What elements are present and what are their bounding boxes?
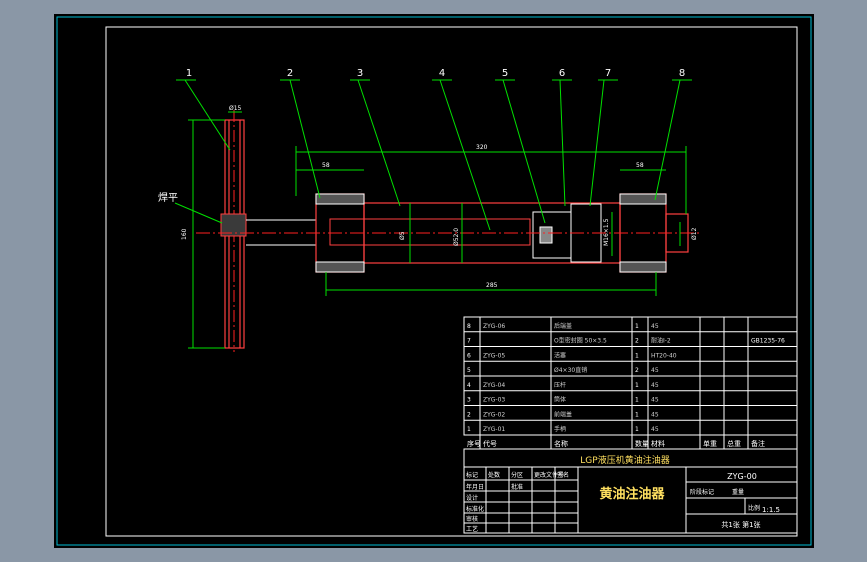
title-block-label: 年月日 — [466, 483, 484, 491]
title-block-label: 签名 — [557, 471, 569, 479]
title-block-label: 工艺 — [466, 525, 478, 533]
table-header-cell: 数量 — [635, 439, 649, 448]
table-cell: ZYG-04 — [483, 382, 505, 389]
title-block-label: 设计 — [466, 494, 478, 502]
table-cell: ZYG-03 — [483, 397, 505, 404]
table-cell: 2 — [467, 411, 471, 418]
dim-bottom: 285 — [486, 282, 498, 289]
title-block-label: 标准化 — [466, 505, 484, 513]
drawing-number: ZYG-00 — [727, 472, 757, 481]
table-header-cell: 名称 — [554, 439, 568, 448]
table-cell: 45 — [651, 367, 659, 374]
table-cell: 后端盖 — [554, 322, 572, 330]
table-cell: 5 — [467, 367, 471, 374]
title-block-label: 批准 — [511, 483, 523, 491]
table-cell: 前端盖 — [554, 410, 572, 418]
table-cell: 1 — [635, 382, 639, 389]
table-cell: 1 — [635, 411, 639, 418]
dim-bore2: Ø52.0 — [453, 228, 460, 246]
table-cell: 1 — [467, 426, 471, 433]
title-block-label: 比例 — [748, 504, 760, 512]
title-block-label: 阶段标记 — [690, 488, 714, 496]
dim-top-small: Ø15 — [229, 105, 242, 112]
table-cell: 4 — [467, 382, 471, 389]
balloon-4: 4 — [439, 68, 445, 79]
scale-value: 1:1.5 — [762, 506, 780, 514]
table-cell: 2 — [635, 338, 639, 345]
balloon-2: 2 — [287, 68, 293, 79]
dim-end: Ø12 — [691, 227, 698, 240]
dim-handle-len: 160 — [181, 228, 188, 240]
dim-bore1: Ø5 — [399, 231, 406, 240]
table-cell: ZYG-01 — [483, 426, 505, 433]
balloon-7: 7 — [605, 68, 611, 79]
balloon-1: 1 — [186, 68, 192, 79]
dimension-lines — [188, 111, 687, 349]
title-block-label: 审核 — [466, 515, 478, 523]
table-cell: 45 — [651, 426, 659, 433]
table-cell: 45 — [651, 411, 659, 418]
table-cell: 1 — [635, 323, 639, 330]
sheet-background — [54, 14, 814, 548]
table-cell: 3 — [467, 397, 471, 404]
inner-frame — [105, 26, 798, 537]
table-cell: 45 — [651, 382, 659, 389]
table-cell: 手柄 — [554, 425, 566, 433]
table-header-cell: 备注 — [751, 439, 765, 448]
table-cell: HT20-40 — [651, 352, 677, 359]
table-cell: 1 — [635, 352, 639, 359]
title-block-label: 分区 — [511, 471, 523, 479]
table-cell: ZYG-02 — [483, 411, 505, 418]
title-block-label: 处数 — [488, 471, 500, 479]
weld-label: 焊平 — [158, 192, 178, 204]
table-cell: Ø4×30直销 — [554, 366, 587, 374]
table-cell: 1 — [635, 397, 639, 404]
balloon-6: 6 — [559, 68, 565, 79]
table-header-cell: 代号 — [483, 439, 497, 448]
table-header-cell: 序号 — [467, 439, 481, 448]
table-cell: 8 — [467, 323, 471, 330]
end-caps — [315, 193, 667, 273]
table-header-cell: 材料 — [651, 439, 665, 448]
title-school: LGP液压机黄油注油器 — [580, 454, 669, 466]
balloon-3: 3 — [357, 68, 363, 79]
balloon-5: 5 — [502, 68, 508, 79]
table-cell: ZYG-05 — [483, 352, 505, 359]
table-cell: O型密封圈 50×3.5 — [554, 337, 607, 345]
table-cell: 2 — [635, 367, 639, 374]
sheet-info: 共1张 第1张 — [721, 520, 760, 529]
title-block-label: 重量 — [732, 488, 744, 496]
weld-block — [220, 213, 247, 237]
table-cell: 筒体 — [554, 396, 566, 404]
title-block-label: 更改文件号 — [534, 471, 564, 479]
table-cell: 耐油I-2 — [651, 337, 671, 345]
dimension-texts: Ø15 320 58 58 285 160 Ø5 Ø52.0 M16×1.5 Ø… — [181, 105, 698, 289]
table-cell: 45 — [651, 397, 659, 404]
dim-left-len: 58 — [322, 162, 330, 169]
dim-overall: 320 — [476, 144, 488, 151]
dim-right-len: 58 — [636, 162, 644, 169]
table-cell: GB1235-76 — [751, 338, 785, 345]
dim-bore3: M16×1.5 — [603, 218, 610, 246]
balloon-8: 8 — [679, 68, 685, 79]
table-cell: 45 — [651, 323, 659, 330]
outer-frame — [56, 16, 812, 546]
title-block-label: 标记 — [466, 471, 478, 479]
push-rod — [246, 218, 531, 246]
table-cell: 6 — [467, 352, 471, 359]
table-cell: 7 — [467, 338, 471, 345]
table-header-cell: 总重 — [727, 439, 741, 448]
title-main: 黄油注油器 — [599, 486, 665, 502]
table-header-cell: 单重 — [703, 439, 717, 448]
table-cell: 活塞 — [554, 351, 566, 359]
table-cell: 压杆 — [554, 381, 566, 389]
title-block — [463, 448, 798, 534]
table-cell: 1 — [635, 426, 639, 433]
table-cell: ZYG-06 — [483, 323, 505, 330]
weld-leader — [174, 202, 223, 224]
balloon-labels: 1 2 3 4 5 6 7 8 — [186, 68, 685, 79]
